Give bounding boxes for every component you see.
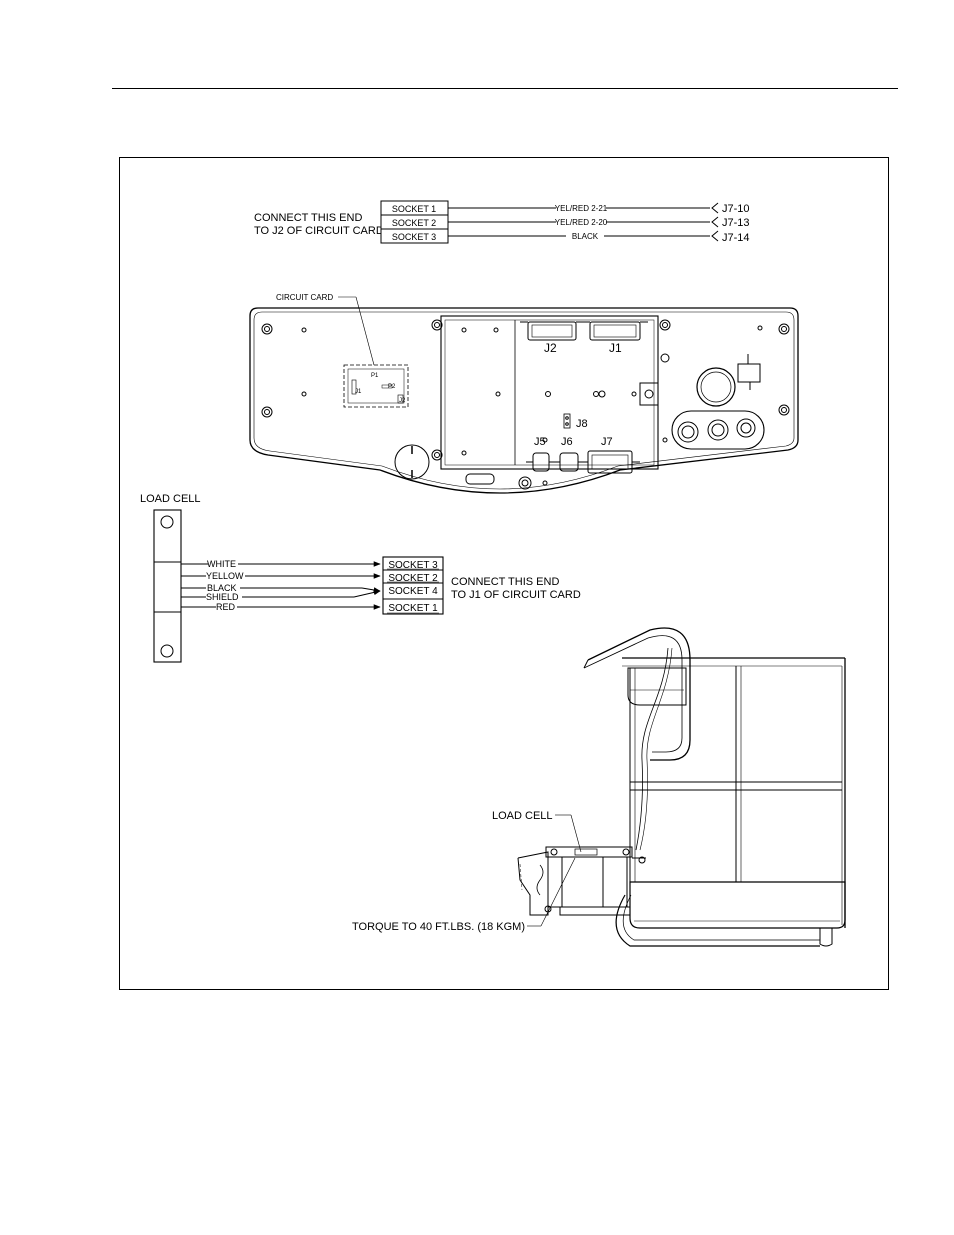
platform-load-cell-label: LOAD CELL [492,810,553,822]
lc-socket-2: SOCKET 2 [388,573,438,584]
lc-socket-3: SOCKET 3 [388,560,438,571]
load-cell-body [153,509,182,663]
lc-note-line1: CONNECT THIS END [451,576,559,588]
header-rule [112,88,898,89]
lc-note-line2: TO J1 OF CIRCUIT CARD [451,589,581,601]
card-mark-j2: J2 [399,398,406,404]
lc-wire-black: BLACK [207,583,237,593]
control-box-labels: CIRCUIT CARD P1 P2 J1 J2 J2 J1 J8 J5 J6 … [276,293,622,448]
lc-wire-red: RED [216,602,236,612]
j2-note-line1: CONNECT THIS END [254,212,362,224]
connector-j1-label: J1 [609,341,622,355]
j2-socket-2: SOCKET 2 [392,218,436,228]
j2-socket-1: SOCKET 1 [392,204,436,214]
terminal-j7-10: J7-10 [722,203,750,215]
card-mark-j1: J1 [355,389,362,395]
j2-socket-3: SOCKET 3 [392,232,436,242]
lc-wire-yellow: YELLOW [206,571,244,581]
lc-wire-shield: SHIELD [206,592,239,602]
load-cell-harness: LOAD CELL WHITE YELLOW BLACK SHIELD RED … [140,493,581,663]
card-mark-p1: P1 [371,373,379,379]
j2-wire-2: YEL/RED 2-20 [555,218,608,227]
lc-socket-4: SOCKET 4 [388,586,438,597]
jumper-j8-label: J8 [576,418,588,430]
terminal-j7-13: J7-13 [722,217,750,229]
terminal-j7-14: J7-14 [722,232,750,244]
lc-wire-white: WHITE [207,559,236,569]
connector-j6-label: J6 [561,436,573,448]
connector-j5-label: J5 [534,436,546,448]
connector-j2-label: J2 [544,341,557,355]
lc-socket-1: SOCKET 1 [388,603,438,614]
connector-j7-label: J7 [601,436,613,448]
j2-wire-1: YEL/RED 2-21 [555,204,608,213]
figure-frame [119,157,889,990]
torque-label: TORQUE TO 40 FT.LBS. (18 KGM) [352,921,525,933]
circuit-card-callout: CIRCUIT CARD [276,293,333,302]
card-mark-p2: P2 [388,384,396,390]
lc-socket-block [382,556,444,615]
load-cell-title: LOAD CELL [140,493,201,505]
j2-note-line2: TO J2 OF CIRCUIT CARD [254,225,384,237]
j2-harness: CONNECT THIS END TO J2 OF CIRCUIT CARD S… [254,200,750,244]
j2-wire-3: BLACK [572,232,599,241]
platform-illustration [517,627,846,947]
platform-labels: LOAD CELL TORQUE TO 40 FT.LBS. (18 KGM) [352,810,582,933]
control-box [249,307,799,494]
